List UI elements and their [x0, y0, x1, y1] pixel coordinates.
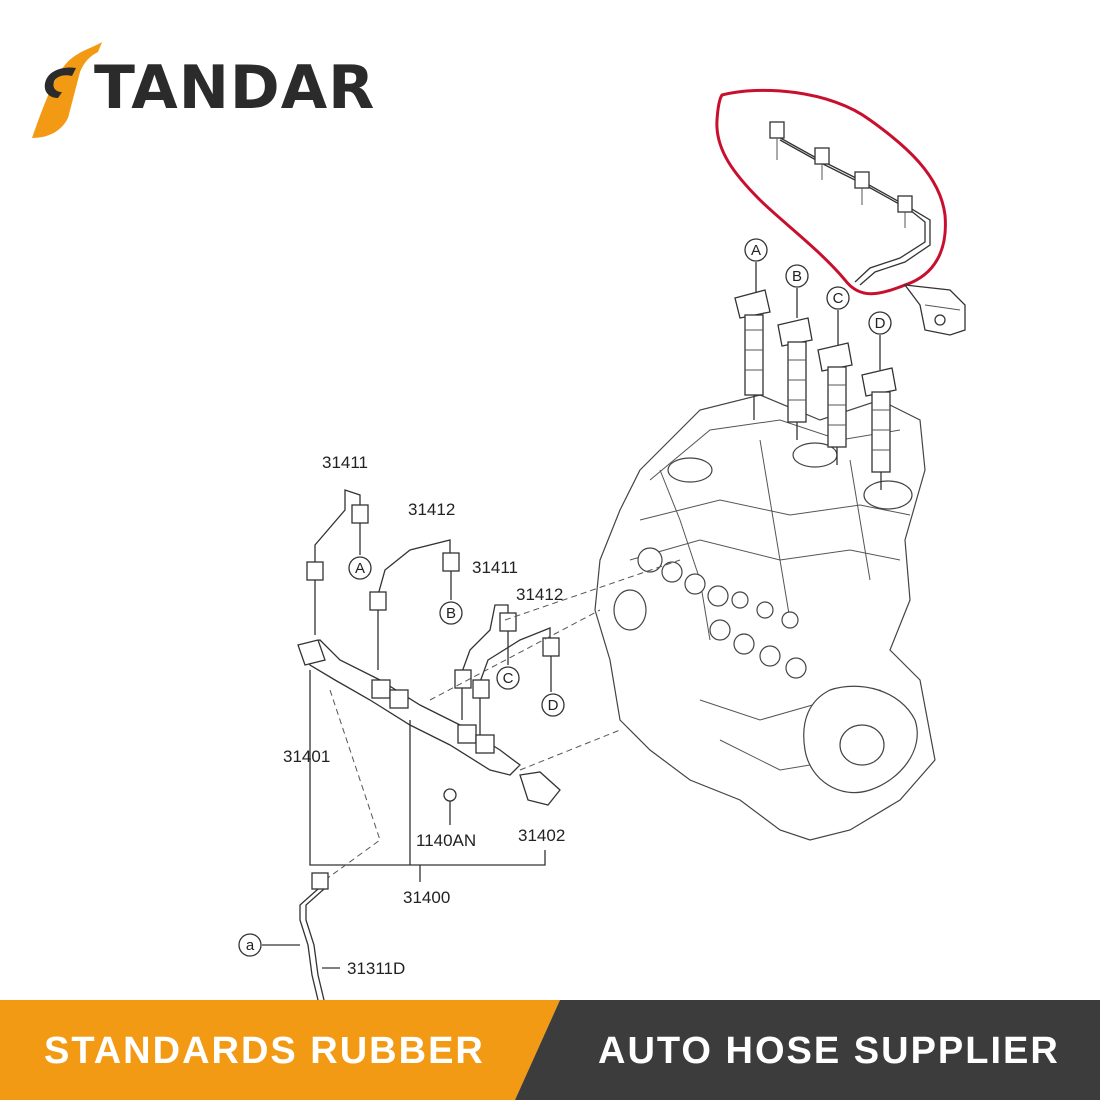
- marker-a-top: A: [744, 238, 768, 262]
- injector-b: [777, 317, 813, 440]
- marker-a-left: A: [348, 556, 372, 580]
- svg-text:B: B: [792, 268, 802, 285]
- banner-right-panel: [515, 1000, 1100, 1100]
- svg-text:B: B: [446, 605, 456, 622]
- engine-block: [594, 394, 936, 841]
- marker-b-top: B: [785, 264, 809, 288]
- marker-b-left: B: [439, 601, 463, 625]
- marker-a-small: a: [238, 933, 262, 957]
- svg-text:a: a: [246, 937, 255, 954]
- svg-text:C: C: [503, 670, 514, 687]
- injectors: [734, 262, 897, 490]
- feed-line-31311D: [262, 872, 340, 1000]
- label-1140AN: 1140AN: [416, 831, 476, 850]
- pipe-31412-a: [369, 539, 460, 611]
- injector-c: [817, 342, 853, 465]
- marker-c-top: C: [826, 286, 850, 310]
- label-31412-a: 31412: [408, 500, 455, 519]
- label-31401: 31401: [283, 747, 330, 766]
- pipe-31411-b: [454, 604, 517, 689]
- label-31402: 31402: [518, 826, 565, 845]
- svg-text:A: A: [355, 560, 365, 577]
- marker-c-left: C: [496, 666, 520, 690]
- highlight-circle: [715, 88, 947, 296]
- logo-text: TANDAR: [94, 53, 376, 123]
- marker-d-left: D: [541, 693, 565, 717]
- label-31412-b: 31412: [516, 585, 563, 604]
- injector-d: [861, 367, 897, 490]
- svg-text:A: A: [751, 242, 761, 259]
- svg-text:D: D: [548, 697, 559, 714]
- banner-right-text: AUTO HOSE SUPPLIER: [598, 1030, 1060, 1072]
- label-31411-a: 31411: [322, 453, 368, 472]
- svg-text:C: C: [833, 290, 844, 307]
- parts-diagram: A B C D A 31411 B 31412: [238, 88, 966, 1000]
- label-31411-b: 31411: [472, 558, 518, 577]
- common-rail: [297, 639, 561, 825]
- bottom-banner: [0, 1000, 1100, 1100]
- banner-left-text: STANDARDS RUBBER: [44, 1030, 485, 1072]
- stander-logo-icon: [32, 42, 102, 138]
- fuel-rail-top: [769, 121, 931, 286]
- injector-a: [734, 289, 771, 420]
- pipe-31412-b: [472, 627, 560, 699]
- pipe-31411-a: [306, 489, 369, 581]
- label-31400: 31400: [403, 888, 450, 907]
- banner-left-panel: [0, 1000, 560, 1100]
- rail-bracket: [903, 284, 966, 336]
- marker-d-top: D: [868, 311, 892, 335]
- svg-text:D: D: [875, 315, 886, 332]
- label-31311D: 31311D: [347, 959, 405, 978]
